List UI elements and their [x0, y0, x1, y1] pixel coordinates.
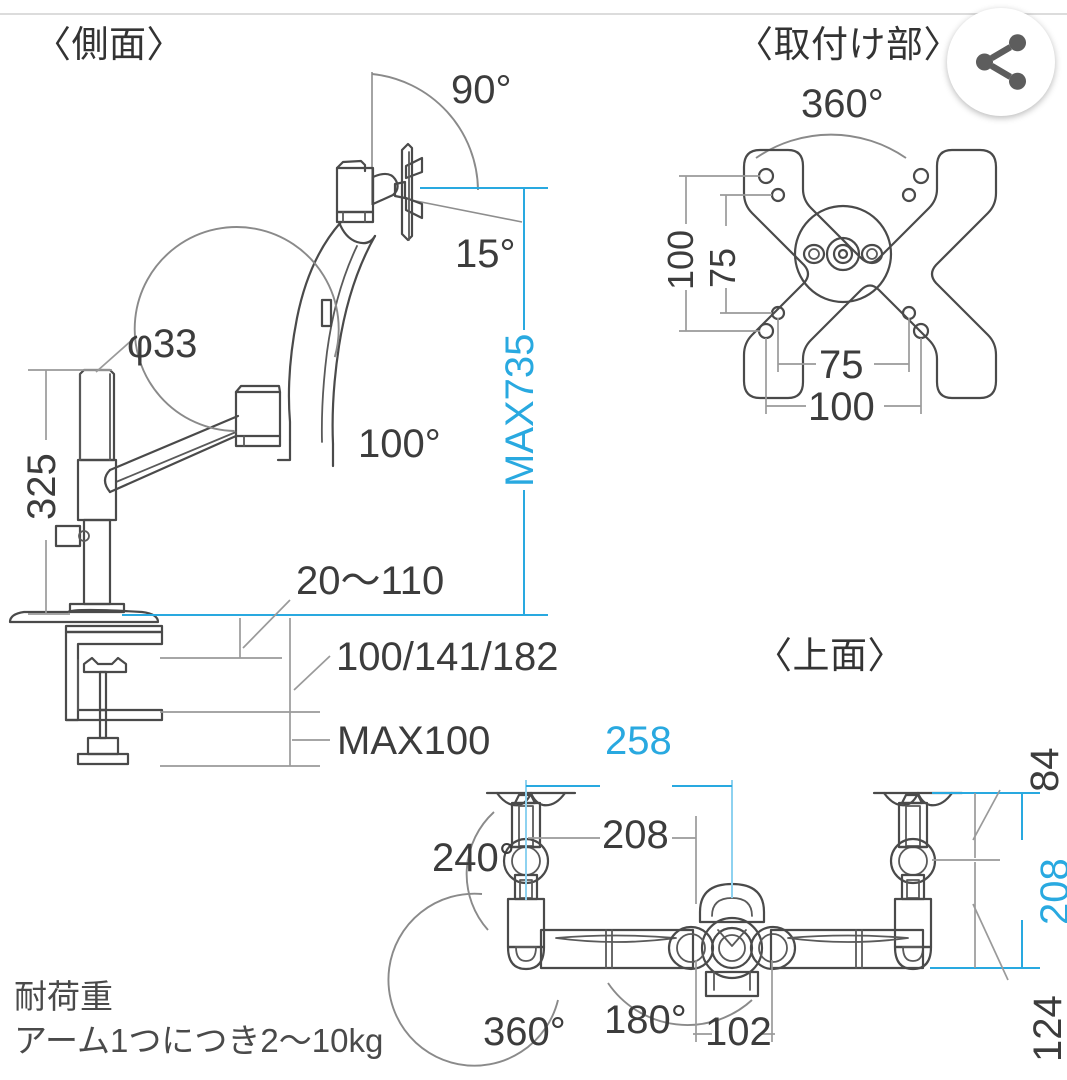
load-capacity-title: 耐荷重: [14, 978, 113, 1015]
side-tilt-joint: [335, 159, 407, 245]
mount-view-title: 〈取付け部〉: [736, 24, 961, 65]
top-view-title: 〈上面〉: [755, 635, 905, 676]
arc-180: [607, 982, 753, 1026]
load-capacity-value: アーム1つにつき2〜10kg: [14, 1022, 384, 1059]
dim-vesa-100-h: [765, 338, 922, 414]
label-depth-options: 100/141/182: [336, 635, 559, 679]
side-upper-arm: [276, 220, 377, 468]
side-view-drawing: [8, 72, 548, 767]
label-diameter-33: φ33: [127, 322, 198, 366]
label-reach-208-right: 208: [1033, 858, 1067, 925]
side-vesa-head: [400, 142, 424, 242]
label-offset-84: 84: [1023, 747, 1067, 793]
label-vesa-100-v: 100: [660, 229, 701, 290]
label-grommet-max100: MAX100: [337, 719, 491, 763]
label-offset-124: 124: [1026, 995, 1067, 1062]
label-vesa-75-v: 75: [702, 247, 743, 288]
label-base-rotation-360: 360°: [483, 1010, 566, 1054]
side-elbow-joint: [234, 384, 282, 448]
label-overall-258: 258: [605, 719, 672, 763]
dim-20-110: [160, 599, 291, 659]
dim-208-left: [528, 816, 697, 904]
side-lower-arm: [103, 414, 240, 494]
share-icon: [975, 34, 1027, 90]
label-tilt-15: 15°: [455, 232, 516, 276]
arc-360: [387, 892, 559, 1067]
top-center-hub: [667, 882, 797, 998]
label-max735: MAX735: [498, 333, 542, 487]
dim-max735: [420, 187, 548, 615]
dim-102: [693, 960, 775, 1042]
label-swing-100: 100°: [358, 422, 441, 466]
label-clamp-range: 20〜110: [296, 559, 445, 603]
top-right-arm: [769, 791, 964, 971]
dim-right-stack: [930, 789, 1040, 981]
label-tilt-90: 90°: [451, 68, 512, 112]
label-vesa-75-h: 75: [819, 343, 864, 387]
side-clamp-base: [8, 602, 164, 634]
label-rotation-360: 360°: [801, 82, 884, 126]
dim-max100: [160, 739, 330, 767]
label-vesa-100-h: 100: [808, 385, 875, 429]
vesa-plate-drawing: [679, 133, 998, 414]
dim-depth: [160, 618, 331, 766]
arc-240: [465, 811, 495, 931]
dim-vesa-75-h: [777, 318, 910, 372]
label-swivel-180: 180°: [604, 998, 687, 1042]
top-view-drawing: [387, 780, 1040, 1067]
side-view-title: 〈側面〉: [34, 24, 184, 65]
label-tilt-240: 240°: [432, 836, 515, 880]
top-divider: [0, 13, 1067, 15]
label-reach-208-left: 208: [602, 813, 669, 857]
share-button[interactable]: [947, 8, 1055, 116]
dim-vesa-75-v: [720, 194, 772, 314]
label-base-102: 102: [705, 1010, 772, 1054]
label-height-325: 325: [20, 453, 64, 520]
side-c-clamp: [64, 630, 164, 766]
dim-vesa-100-v: [679, 175, 760, 332]
dim-258: [525, 780, 733, 900]
